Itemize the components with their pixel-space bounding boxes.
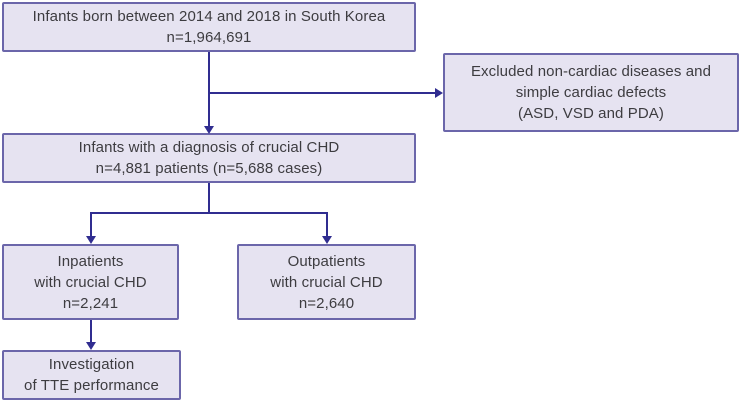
box-study-population: Infants born between 2014 and 2018 in So… <box>2 2 416 52</box>
box-text-line: with crucial CHD <box>270 273 383 291</box>
arrow-right-icon <box>435 88 443 98</box>
box-text-line: with crucial CHD <box>34 273 147 291</box>
box-text-line: Investigation <box>48 356 135 373</box>
box-text-line: n=4,881 patients (n=5,688 cases) <box>95 160 323 177</box>
connector-to-inpatients <box>90 212 92 237</box>
box-text-line: Infants with a diagnosis of crucial CHD <box>78 139 340 156</box>
arrow-down-icon <box>86 236 96 244</box>
box-text-line: of TTE performance <box>24 377 159 394</box>
box-text-line: n=1,964,691 <box>166 29 252 46</box>
box-inpatients: Inpatients with crucial CHD n=2,241 <box>2 244 179 320</box>
box-text-line: Infants born between 2014 and 2018 in So… <box>32 8 386 25</box>
connector-to-excluded <box>208 92 436 94</box>
box-text-line: simple cardiac defects <box>515 84 667 101</box>
connector-to-outpatients <box>326 212 328 237</box>
box-outpatients: Outpatients with crucial CHD n=2,640 <box>237 244 416 320</box>
arrow-down-icon <box>322 236 332 244</box>
arrow-down-icon <box>204 126 214 134</box>
box-crucial-chd-diagnosis: Infants with a diagnosis of crucial CHD … <box>2 133 416 183</box>
box-text-line: Inpatients <box>57 252 124 270</box>
connector-split-horizontal <box>90 212 327 214</box>
box-text-line: Excluded non-cardiac diseases and <box>470 63 712 80</box>
box-text-line: n=2,640 <box>298 294 355 312</box>
connector-population-to-diagnosis <box>208 52 210 127</box>
box-excluded-criteria: Excluded non-cardiac diseases and simple… <box>443 53 739 132</box>
connector-to-investigation <box>90 320 92 343</box>
box-text-line: n=2,241 <box>62 294 119 312</box>
arrow-down-icon <box>86 342 96 350</box>
box-tte-investigation: Investigation of TTE performance <box>2 350 181 400</box>
box-text-line: Outpatients <box>287 252 366 270</box>
connector-diagnosis-stem <box>208 183 210 214</box>
box-text-line: (ASD, VSD and PDA) <box>517 105 664 122</box>
